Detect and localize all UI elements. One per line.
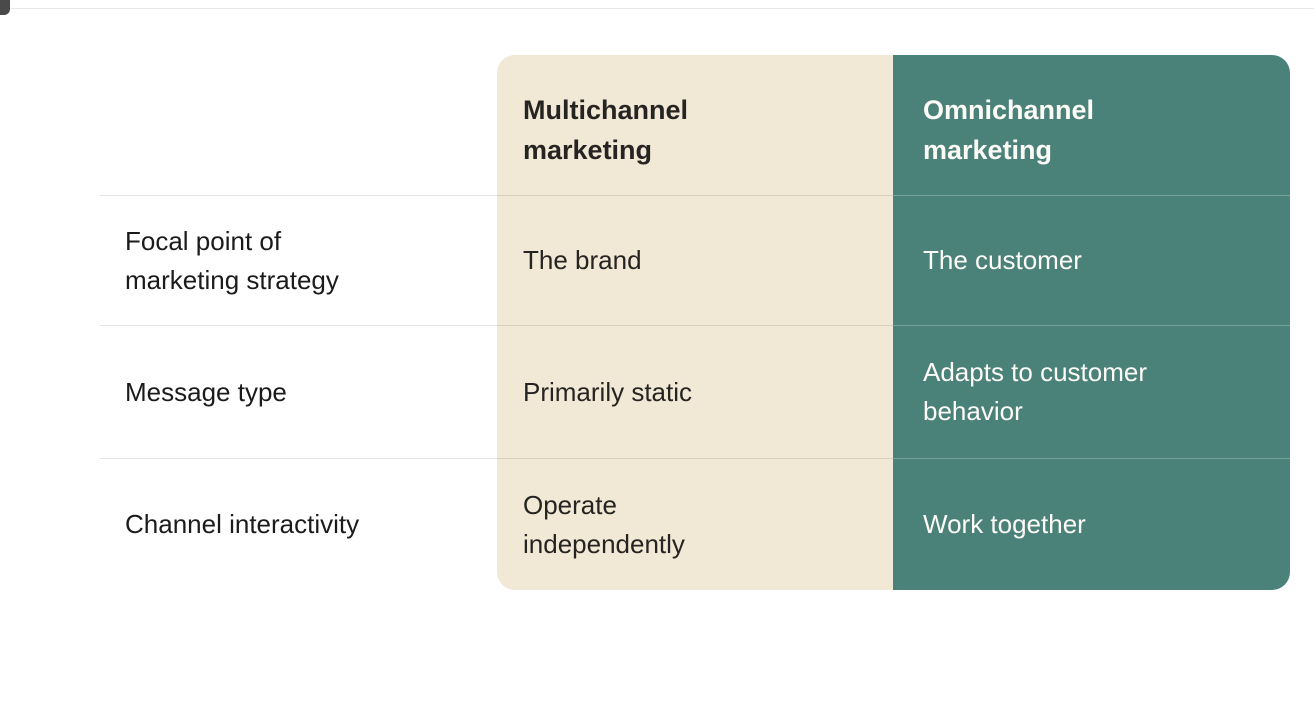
cell-focal-point-omnichannel: The customer bbox=[893, 195, 1290, 325]
row-label-focal-point: Focal point of marketing strategy bbox=[100, 195, 497, 325]
cell-text: Adapts to customer behavior bbox=[923, 357, 1147, 426]
cell-text: Primarily static bbox=[523, 376, 693, 407]
comparison-table: Multichannel marketing Omnichannel marke… bbox=[100, 55, 1290, 590]
row-label-text: Channel interactivity bbox=[125, 509, 360, 539]
cell-channel-interactivity-multichannel: Operate independently bbox=[497, 458, 893, 590]
cell-channel-interactivity-omnichannel: Work together bbox=[893, 458, 1290, 590]
header-empty-cell bbox=[100, 55, 497, 195]
corner-fragment bbox=[0, 0, 10, 15]
cell-message-type-multichannel: Primarily static bbox=[497, 325, 893, 458]
header-multichannel: Multichannel marketing bbox=[497, 55, 893, 195]
cell-text: Work together bbox=[923, 509, 1086, 539]
row-label-channel-interactivity: Channel interactivity bbox=[100, 458, 497, 590]
header-multichannel-label: Multichannel marketing bbox=[523, 95, 689, 165]
row-label-message-type: Message type bbox=[100, 325, 497, 458]
top-divider-line bbox=[0, 8, 1314, 9]
cell-text: The brand bbox=[523, 245, 642, 275]
cell-text: The customer bbox=[923, 245, 1082, 275]
row-label-text: Focal point of marketing strategy bbox=[125, 225, 339, 295]
cell-message-type-omnichannel: Adapts to customer behavior bbox=[893, 325, 1290, 458]
row-label-text: Message type bbox=[125, 376, 287, 407]
cell-focal-point-multichannel: The brand bbox=[497, 195, 893, 325]
header-omnichannel-label: Omnichannel marketing bbox=[923, 95, 1095, 165]
cell-text: Operate independently bbox=[523, 489, 685, 559]
header-omnichannel: Omnichannel marketing bbox=[893, 55, 1290, 195]
